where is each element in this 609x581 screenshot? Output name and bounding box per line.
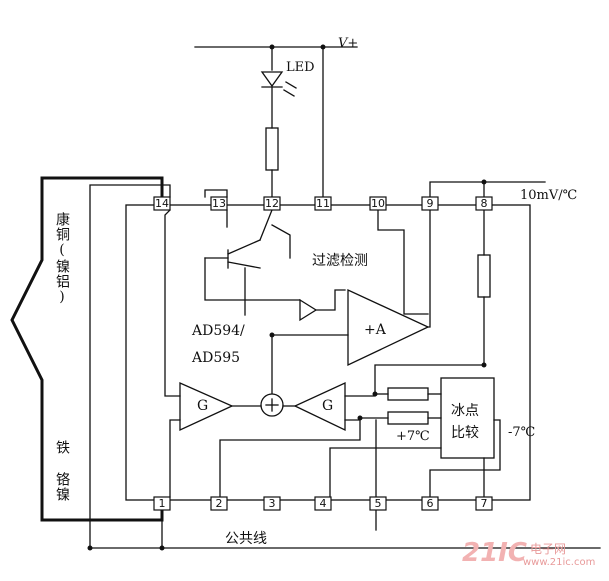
common-line-label: 公共线 [225,531,267,547]
ice-point-line1: 冰点 [451,403,479,419]
pin-7: 7 [480,497,488,510]
led-resistor [265,127,279,171]
pin-3: 3 [268,497,276,510]
filter-detect-label: 过滤检测 [312,253,368,269]
output-scale-label: 10mV/℃ [520,188,578,203]
summing-node [260,393,284,417]
amp-a-label: +A [364,322,386,338]
minus7-label: -7℃ [508,425,536,440]
watermark-cn: 电子网 [530,542,567,556]
pin-10: 10 [371,197,385,210]
pin-12: 12 [265,197,279,210]
gain-amp-left [179,382,234,432]
gain-left-label: G [197,398,209,414]
pin-1: 1 [158,497,166,510]
filter-buffer [299,298,318,322]
thermo-upper-label: 康铜(镍铝) [54,212,70,306]
pin-8: 8 [480,197,488,210]
chip-name-line1: AD594/ [192,323,245,339]
pin-14: 14 [155,197,169,210]
vplus-label: V+ [338,36,359,51]
amplifier-a [347,288,430,367]
pin-13: 13 [212,197,226,210]
watermark-logo: 21IC [462,538,527,568]
gain-amp-right [293,381,346,432]
ice-point-line2: 比较 [451,425,479,441]
gain-right-label: G [322,398,334,414]
pin-4: 4 [319,497,327,510]
led-symbol [260,71,284,88]
pin-6: 6 [426,497,434,510]
watermark-url: www.21ic.com [523,557,596,568]
plus7-label: +7℃ [396,429,430,444]
ice-point-box [440,377,495,459]
pin-5: 5 [374,497,382,510]
thermocouple-wire [10,176,164,522]
resistor-upper [387,387,429,401]
thermo-lower-label: 铁 铬镍 [54,440,70,502]
pin-2: 2 [215,497,223,510]
output-resistor [477,254,491,298]
resistor-lower [387,411,429,425]
pin-11: 11 [316,197,330,210]
led-label: LED [286,60,315,75]
pin-9: 9 [426,197,434,210]
chip-name-line2: AD595 [192,350,241,366]
